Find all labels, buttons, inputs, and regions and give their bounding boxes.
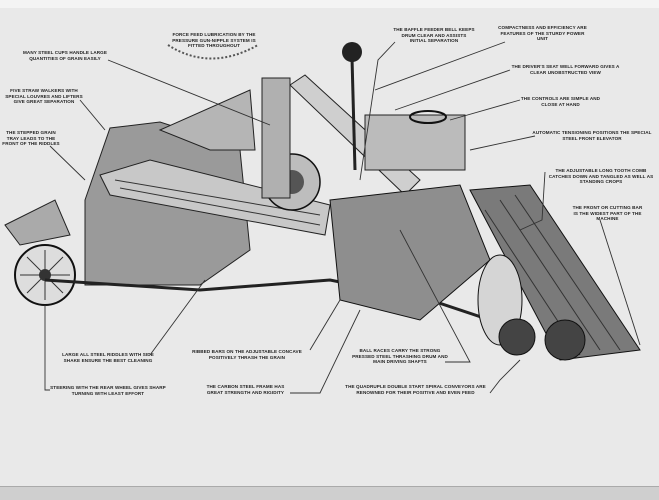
label-ball-races: Ball races carry the strong pressed stee… — [352, 348, 448, 365]
grain-hopper — [158, 89, 256, 151]
label-drivers-seat: The driver's seat well forward gives a c… — [511, 64, 620, 75]
label-steering: Steering with the rear wheel gives sharp… — [50, 385, 166, 396]
cup-elevator — [261, 77, 291, 199]
central-machinery — [329, 184, 491, 321]
top-edge — [0, 0, 659, 8]
rear-divider — [4, 199, 71, 246]
label-concave: Ribbed bars on the adjustable concave po… — [192, 349, 302, 360]
steering-wheel — [409, 110, 447, 124]
seat-lamp — [342, 42, 362, 62]
label-lubrication: Force feed lubrication by the pressure g… — [172, 32, 256, 49]
label-power-unit: Compactness and efficiency are features … — [498, 25, 587, 42]
label-elevator: Automatic tensioning positions the speci… — [532, 130, 652, 141]
label-conveyors: The quadruple double start spiral convey… — [345, 384, 486, 395]
label-comb: The adjustable long tooth comb catches d… — [548, 168, 654, 185]
label-baffle-feeder: The baffle feeder bell keeps drum clear … — [393, 27, 475, 44]
label-controls: The controls are simple and close at han… — [520, 96, 601, 107]
label-straw-walkers: Five straw walkers with special louvres … — [5, 88, 83, 105]
main-frame — [44, 278, 521, 332]
label-riddles: Large all steel riddles with side shake … — [62, 352, 154, 363]
label-cutting-bar: The front or cutting bar is the widest p… — [572, 205, 643, 222]
bottom-edge — [0, 486, 659, 500]
label-frame: The carbon steel frame has great strengt… — [206, 384, 285, 395]
label-steel-cups: Many steel cups handle large quantities … — [22, 50, 108, 61]
power-unit — [364, 114, 466, 171]
label-grain-tray: The stepped grain tray leads to the fron… — [2, 130, 60, 147]
leader-lines — [44, 41, 641, 394]
